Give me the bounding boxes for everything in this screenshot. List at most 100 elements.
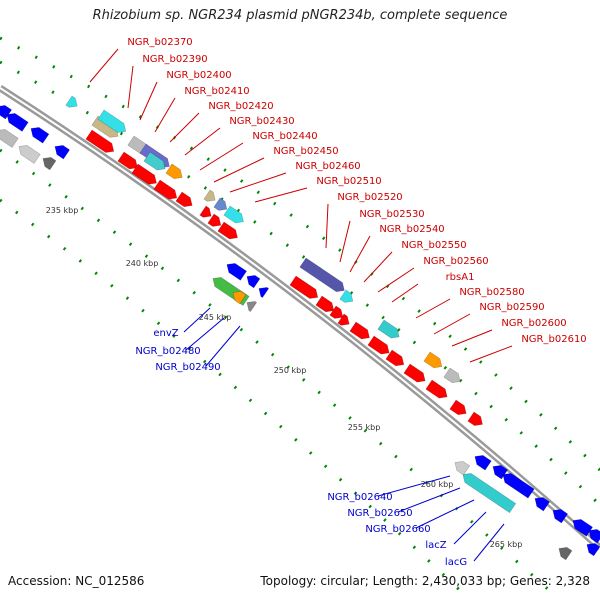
leader-reverse-5 bbox=[415, 499, 475, 529]
leader-reverse-4 bbox=[397, 487, 461, 513]
label-NGR_b02490: NGR_b02490 bbox=[155, 362, 220, 373]
label-NGR_b02590: NGR_b02590 bbox=[479, 302, 544, 313]
forward-block-12 bbox=[423, 351, 443, 369]
reverse-block-7 bbox=[462, 473, 517, 514]
forward-gene-17 bbox=[449, 399, 467, 416]
reverse-block-5 bbox=[246, 301, 258, 313]
forward-gene-9 bbox=[315, 295, 335, 313]
reverse-gene-7 bbox=[474, 455, 492, 471]
reverse-block-1 bbox=[18, 145, 41, 164]
ring-inner-1 bbox=[0, 148, 562, 600]
accession-text: Accession: NC_012586 bbox=[8, 574, 145, 588]
leader-forward-19 bbox=[469, 345, 513, 363]
forward-gene-13 bbox=[367, 335, 390, 355]
summary-text: Topology: circular; Length: 2,430,033 bp… bbox=[260, 574, 590, 588]
label-NGR_b02560: NGR_b02560 bbox=[423, 256, 488, 267]
label-NGR_b02480: NGR_b02480 bbox=[135, 346, 200, 357]
reverse-gene-9 bbox=[502, 473, 535, 499]
leader-forward-14 bbox=[377, 267, 415, 293]
reverse-block-4 bbox=[232, 291, 247, 305]
ring-outer-1 bbox=[0, 36, 600, 472]
leader-forward-17 bbox=[433, 313, 471, 335]
leader-forward-13 bbox=[363, 251, 393, 283]
tick-label-2: 245 kbp bbox=[199, 313, 232, 322]
leader-forward-18 bbox=[451, 329, 493, 347]
forward-gene-16 bbox=[425, 379, 448, 399]
label-NGR_b02400: NGR_b02400 bbox=[166, 70, 231, 81]
label-rbsA1: rbsA1 bbox=[446, 272, 475, 283]
reverse-gene-1 bbox=[6, 113, 29, 132]
tick-label-6: 265 kbp bbox=[490, 540, 523, 549]
tick-label-0: 235 kbp bbox=[46, 206, 79, 215]
forward-gene-0 bbox=[85, 129, 115, 153]
reverse-gene-0 bbox=[0, 105, 13, 120]
reverse-gene-2 bbox=[30, 127, 50, 144]
leader-forward-8 bbox=[229, 172, 287, 193]
leader-forward-9 bbox=[254, 187, 308, 203]
leader-reverse-7 bbox=[473, 523, 505, 562]
leader-reverse-1 bbox=[185, 317, 225, 351]
leader-reverse-3 bbox=[377, 475, 451, 497]
label-NGR_b02600: NGR_b02600 bbox=[501, 318, 566, 329]
reverse-block-8 bbox=[558, 547, 573, 561]
label-NGR_b02550: NGR_b02550 bbox=[401, 240, 466, 251]
forward-gene-12 bbox=[349, 321, 370, 340]
label-NGR_b02580: NGR_b02580 bbox=[459, 287, 524, 298]
forward-gene-1 bbox=[117, 151, 138, 170]
leader-forward-11 bbox=[339, 220, 351, 263]
tick-label-4: 255 kbp bbox=[348, 423, 381, 432]
label-NGR_b02410: NGR_b02410 bbox=[184, 86, 249, 97]
leader-forward-4 bbox=[169, 112, 200, 143]
forward-block-9 bbox=[299, 257, 345, 293]
forward-gene-10 bbox=[329, 305, 344, 319]
tick-label-5: 260 kbp bbox=[421, 480, 454, 489]
map-title: Rhizobium sp. NGR234 plasmid pNGR234b, c… bbox=[92, 8, 508, 23]
leader-reverse-2 bbox=[205, 325, 241, 367]
label-NGR_b02430: NGR_b02430 bbox=[229, 116, 294, 127]
leader-forward-12 bbox=[349, 235, 371, 273]
forward-gene-7 bbox=[217, 221, 238, 240]
reverse-gene-3 bbox=[54, 145, 71, 160]
leader-reverse-6 bbox=[453, 511, 487, 545]
forward-block-8 bbox=[223, 205, 244, 224]
label-NGR_b02510: NGR_b02510 bbox=[316, 176, 381, 187]
forward-gene-6 bbox=[207, 213, 222, 227]
reverse-gene-12 bbox=[572, 519, 593, 537]
reverse-gene-8 bbox=[492, 465, 509, 480]
forward-gene-2 bbox=[131, 163, 157, 185]
reverse-gene-10 bbox=[534, 497, 551, 512]
label-NGR_b02460: NGR_b02460 bbox=[295, 161, 360, 172]
leader-forward-3 bbox=[154, 97, 176, 133]
forward-block-5 bbox=[165, 163, 183, 180]
forward-block-6 bbox=[203, 189, 216, 202]
label-lacZ: lacZ bbox=[425, 540, 446, 551]
tick-label-3: 250 kbp bbox=[274, 366, 307, 375]
reverse-gene-5 bbox=[246, 275, 261, 289]
label-NGR_b02420: NGR_b02420 bbox=[208, 101, 273, 112]
leader-forward-16 bbox=[415, 298, 451, 319]
label-NGR_b02530: NGR_b02530 bbox=[359, 209, 424, 220]
label-NGR_b02660: NGR_b02660 bbox=[365, 524, 430, 535]
reverse-block-3 bbox=[212, 277, 250, 306]
forward-block-13 bbox=[443, 367, 461, 384]
label-envZ: envZ bbox=[153, 328, 178, 339]
reverse-block-0 bbox=[0, 129, 19, 148]
forward-gene-5 bbox=[199, 205, 212, 218]
label-NGR_b02610: NGR_b02610 bbox=[521, 334, 586, 345]
reverse-gene-4 bbox=[226, 263, 247, 281]
forward-gene-3 bbox=[153, 179, 178, 200]
reverse-gene-11 bbox=[552, 509, 569, 524]
reverse-block-9 bbox=[586, 543, 600, 557]
forward-gene-18 bbox=[467, 411, 483, 426]
leader-forward-7 bbox=[213, 157, 265, 183]
label-NGR_b02520: NGR_b02520 bbox=[337, 192, 402, 203]
forward-gene-8 bbox=[289, 275, 319, 299]
label-NGR_b02640: NGR_b02640 bbox=[327, 492, 392, 503]
leader-forward-1 bbox=[127, 65, 134, 109]
reverse-gene-6 bbox=[258, 287, 270, 299]
leader-forward-2 bbox=[139, 81, 158, 121]
forward-block-14 bbox=[65, 95, 78, 108]
reverse-block-6 bbox=[454, 461, 471, 476]
forward-block-1 bbox=[97, 109, 127, 133]
